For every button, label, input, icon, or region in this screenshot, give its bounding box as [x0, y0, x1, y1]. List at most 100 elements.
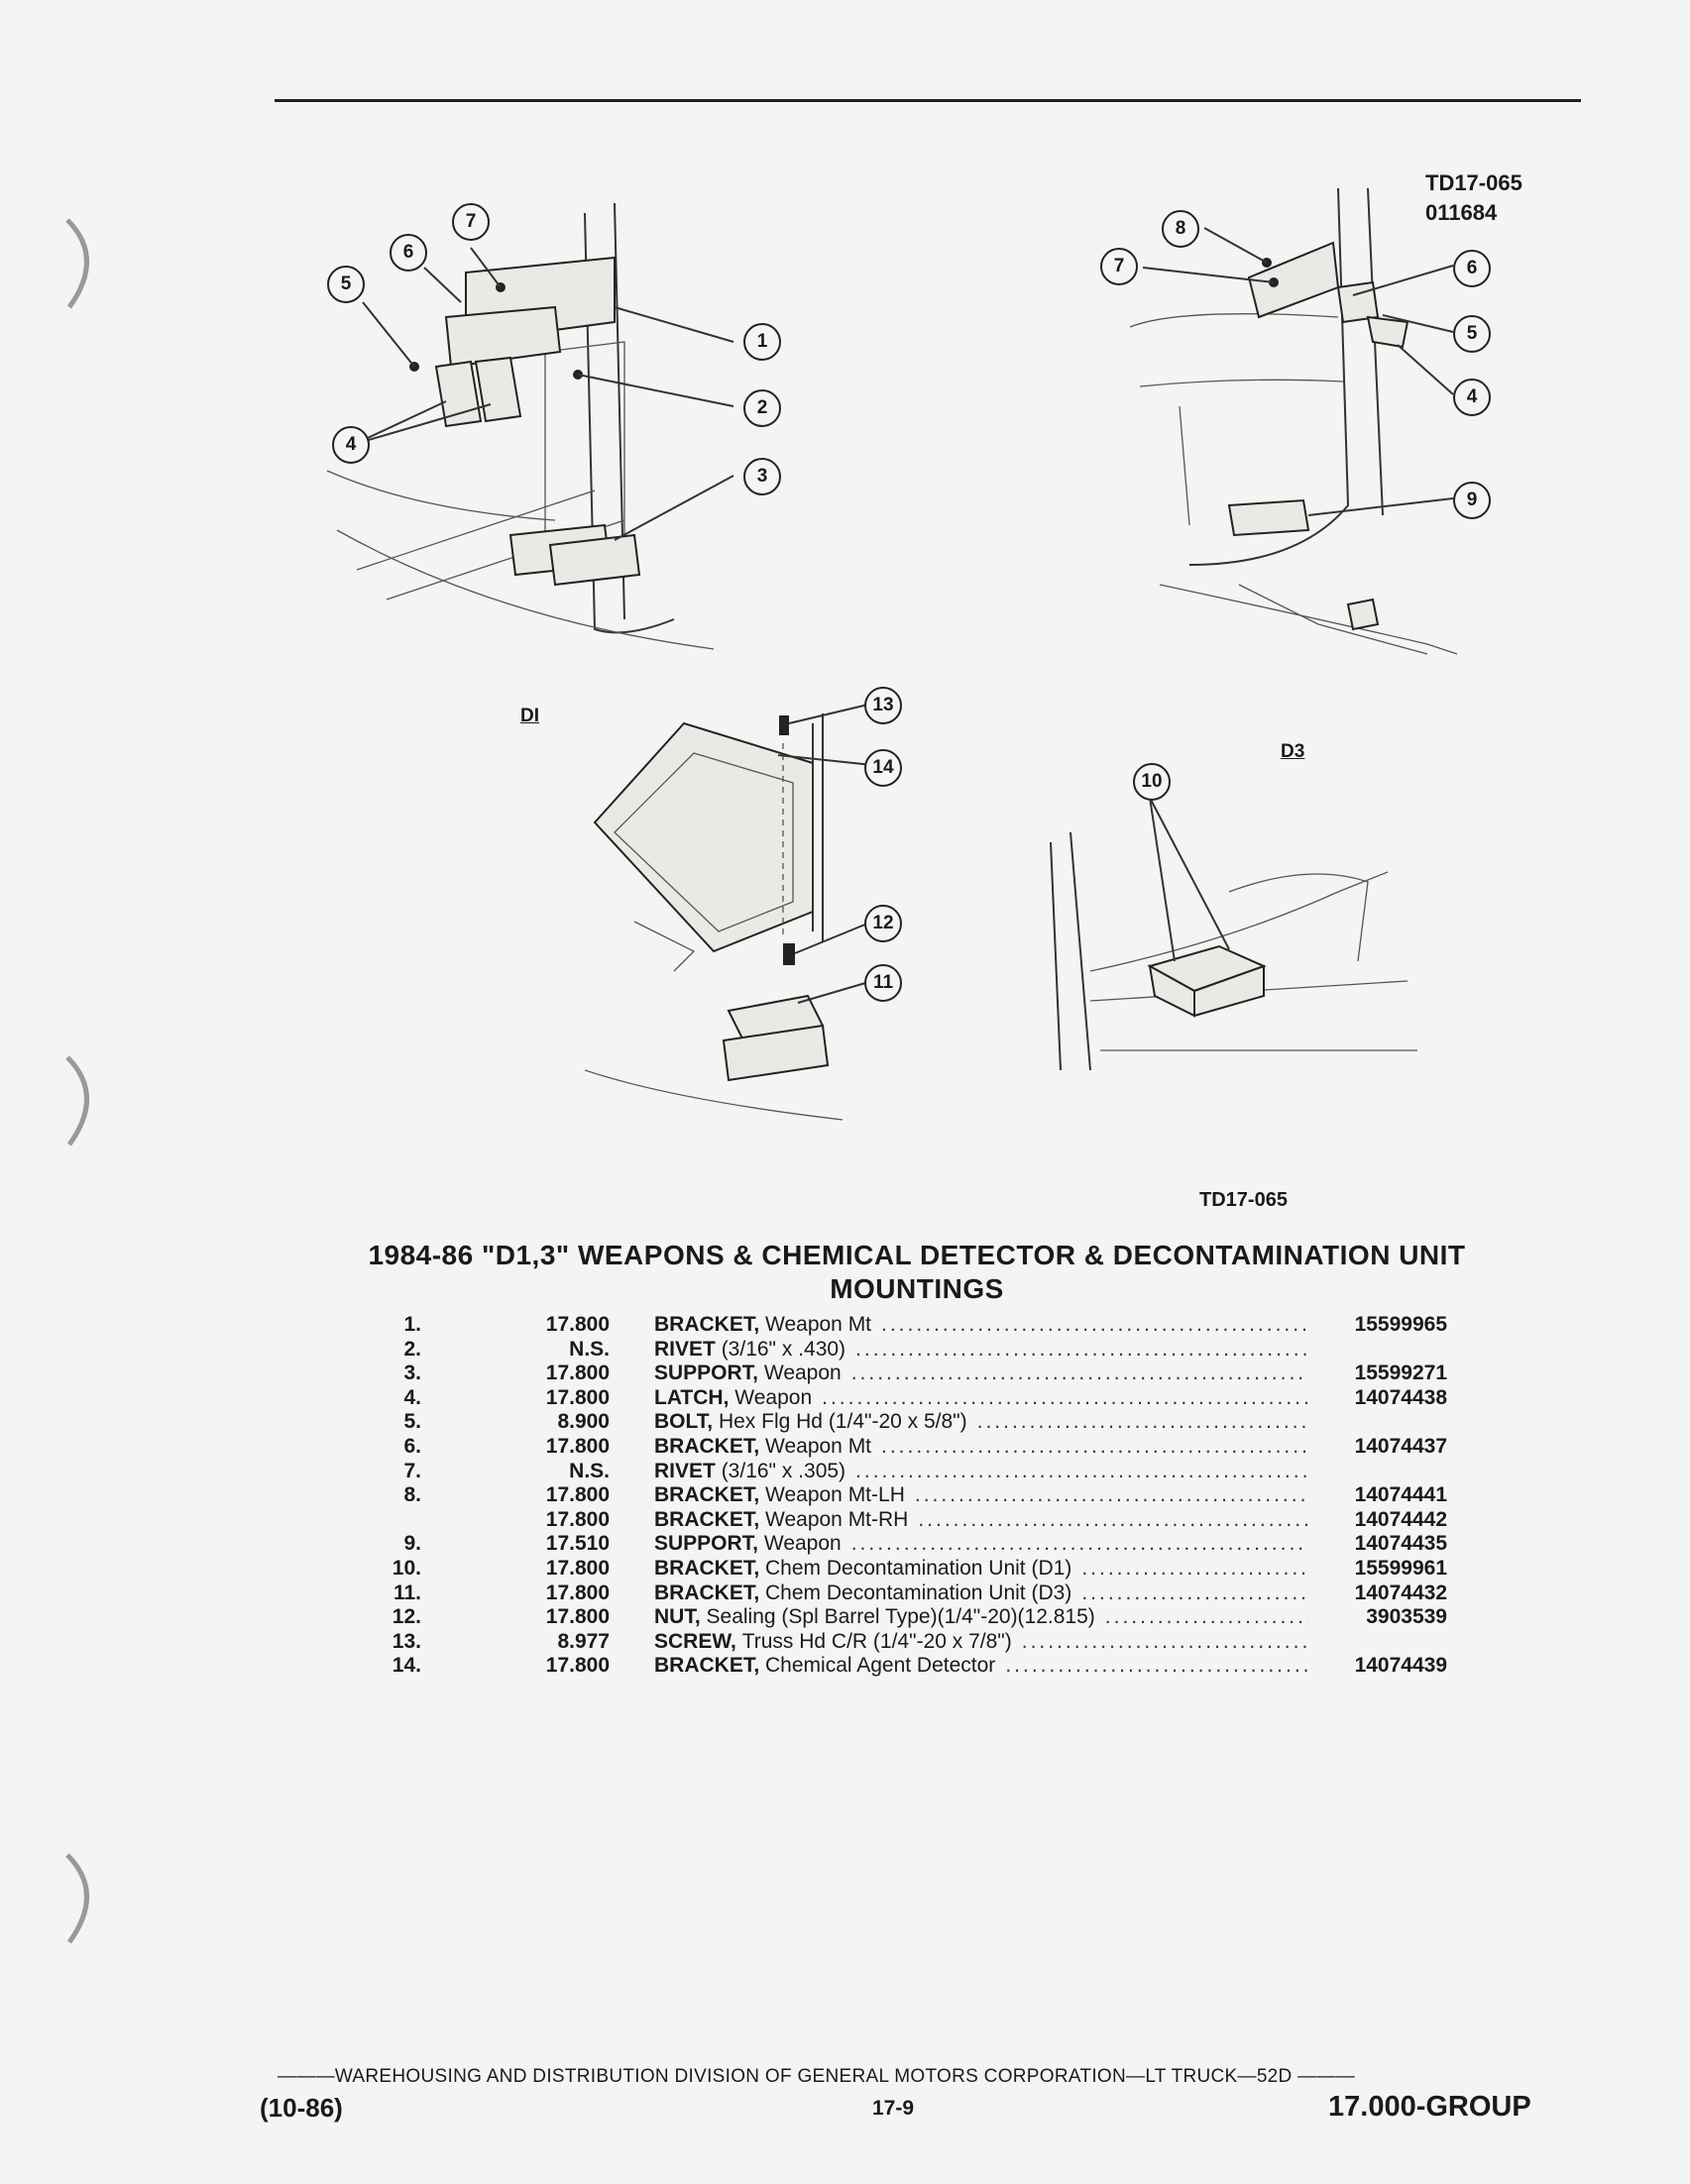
callout-5: 5	[1453, 315, 1491, 353]
callout-1: 1	[743, 323, 781, 361]
illustration-upper-left	[326, 202, 734, 650]
table-row: 10. 17.800 BRACKET, Chem Decontamination U…	[377, 1557, 1447, 1582]
item-number	[377, 1508, 421, 1533]
part-description: BRACKET, Weapon Mt-RH	[654, 1508, 1318, 1533]
group-number: 17.510	[545, 1532, 610, 1556]
part-detail: Weapon	[763, 1362, 842, 1385]
callout-6: 6	[1453, 250, 1491, 287]
part-number: 14074439	[1354, 1654, 1447, 1678]
callout-10: 10	[1133, 763, 1171, 801]
group-number: 17.800	[545, 1605, 610, 1629]
group-number: N.S.	[569, 1459, 610, 1482]
callout-4: 4	[1453, 379, 1491, 416]
dot-leader	[977, 1410, 1308, 1435]
part-description: LATCH, Weapon	[654, 1386, 1318, 1411]
part-detail: Truss Hd C/R (1/4"-20 x 7/8")	[741, 1629, 1012, 1653]
part-description: BRACKET, Weapon Mt-LH	[654, 1483, 1318, 1508]
binder-hole-mark	[65, 218, 89, 309]
part-detail: Chem Decontamination Unit (D3)	[765, 1581, 1072, 1604]
callout-7: 7	[452, 203, 490, 241]
part-name: SCREW,	[654, 1629, 736, 1653]
part-name: BRACKET,	[654, 1483, 760, 1507]
part-number: 14074437	[1354, 1434, 1447, 1458]
callout-7: 7	[1100, 248, 1138, 285]
dot-leader	[881, 1435, 1308, 1460]
dot-leader	[822, 1386, 1308, 1411]
part-detail: Chem Decontamination Unit (D1)	[765, 1556, 1072, 1580]
part-detail: Hex Flg Hd (1/4"-20 x 5/8")	[718, 1410, 967, 1434]
dot-leader	[1081, 1557, 1308, 1582]
part-description: SCREW, Truss Hd C/R (1/4"-20 x 7/8")	[654, 1630, 1318, 1655]
part-name: NUT,	[654, 1605, 701, 1629]
table-row: 17.800 BRACKET, Weapon Mt-RH 14074442	[377, 1508, 1447, 1533]
callout-11: 11	[864, 964, 902, 1002]
item-number: 4.	[403, 1385, 421, 1409]
group-number: N.S.	[569, 1337, 610, 1361]
callout-8: 8	[1162, 210, 1199, 248]
part-name: BRACKET,	[654, 1507, 760, 1531]
part-name: BRACKET,	[654, 1313, 760, 1336]
group-number: 17.800	[545, 1507, 610, 1531]
part-detail: Weapon	[734, 1385, 813, 1409]
part-description: SUPPORT, Weapon	[654, 1532, 1318, 1557]
table-row: 2.N.S.RIVET (3/16" x .430)	[377, 1338, 1447, 1363]
table-row: 12. 17.800 NUT, Sealing (Spl Barrel Type)(…	[377, 1605, 1447, 1630]
illustration-upper-right	[1129, 188, 1458, 655]
part-number: 14074432	[1354, 1581, 1447, 1604]
part-number: 15599961	[1354, 1556, 1447, 1580]
group-number: 17.800	[545, 1581, 610, 1604]
part-name: BRACKET,	[654, 1556, 760, 1580]
part-name: BOLT,	[654, 1410, 714, 1434]
table-row: 11. 17.800 BRACKET, Chem Decontamination U…	[377, 1582, 1447, 1606]
dot-leader	[851, 1532, 1308, 1557]
dot-leader	[915, 1483, 1308, 1508]
binder-hole-mark	[65, 1853, 89, 1944]
part-number: 14074435	[1354, 1532, 1447, 1556]
dot-leader	[855, 1338, 1308, 1363]
part-number: 15599271	[1354, 1362, 1447, 1385]
top-rule	[275, 99, 1581, 102]
group-number: 17.800	[545, 1313, 610, 1336]
part-description: BRACKET, Chem Decontamination Unit (D3)	[654, 1582, 1318, 1606]
group-number: 17.800	[545, 1556, 610, 1580]
item-number: 10.	[392, 1556, 421, 1580]
part-number: 3903539	[1366, 1605, 1447, 1629]
figure-ref-top: TD17-065	[1425, 170, 1522, 195]
item-number: 11.	[393, 1581, 421, 1604]
dot-leader	[881, 1313, 1308, 1338]
item-number: 12.	[392, 1605, 421, 1629]
callout-3: 3	[743, 458, 781, 495]
group-number: 8.900	[557, 1410, 610, 1434]
group-number: 17.800	[545, 1434, 610, 1458]
dot-leader	[1081, 1582, 1308, 1606]
callout-13: 13	[864, 687, 902, 724]
part-number	[1318, 1410, 1447, 1435]
view-label-d3: D3	[1281, 741, 1305, 762]
part-description: BRACKET, Chem Decontamination Unit (D1)	[654, 1557, 1318, 1582]
figure-ref-code: 011684	[1425, 200, 1498, 225]
part-description: NUT, Sealing (Spl Barrel Type)(1/4"-20)(…	[654, 1605, 1318, 1630]
dot-leader	[1005, 1654, 1308, 1679]
part-number: 14074442	[1354, 1507, 1447, 1531]
part-description: RIVET (3/16" x .430)	[654, 1338, 1318, 1363]
dot-leader	[1105, 1605, 1308, 1630]
group-number: 17.800	[545, 1362, 610, 1385]
part-detail: Sealing (Spl Barrel Type)(1/4"-20)(12.81…	[706, 1605, 1095, 1629]
part-detail: (3/16" x .305)	[721, 1459, 846, 1482]
dot-leader	[1022, 1630, 1308, 1655]
footer-publisher-line: ———WAREHOUSING AND DISTRIBUTION DIVISION…	[278, 2066, 1356, 2087]
part-number	[1318, 1338, 1447, 1363]
dot-leader	[918, 1508, 1308, 1533]
part-name: LATCH,	[654, 1385, 730, 1409]
part-detail: Weapon Mt	[765, 1313, 872, 1336]
part-name: SUPPORT,	[654, 1532, 759, 1556]
item-number: 8.	[403, 1483, 421, 1507]
footer-date: (10-86)	[260, 2093, 343, 2123]
